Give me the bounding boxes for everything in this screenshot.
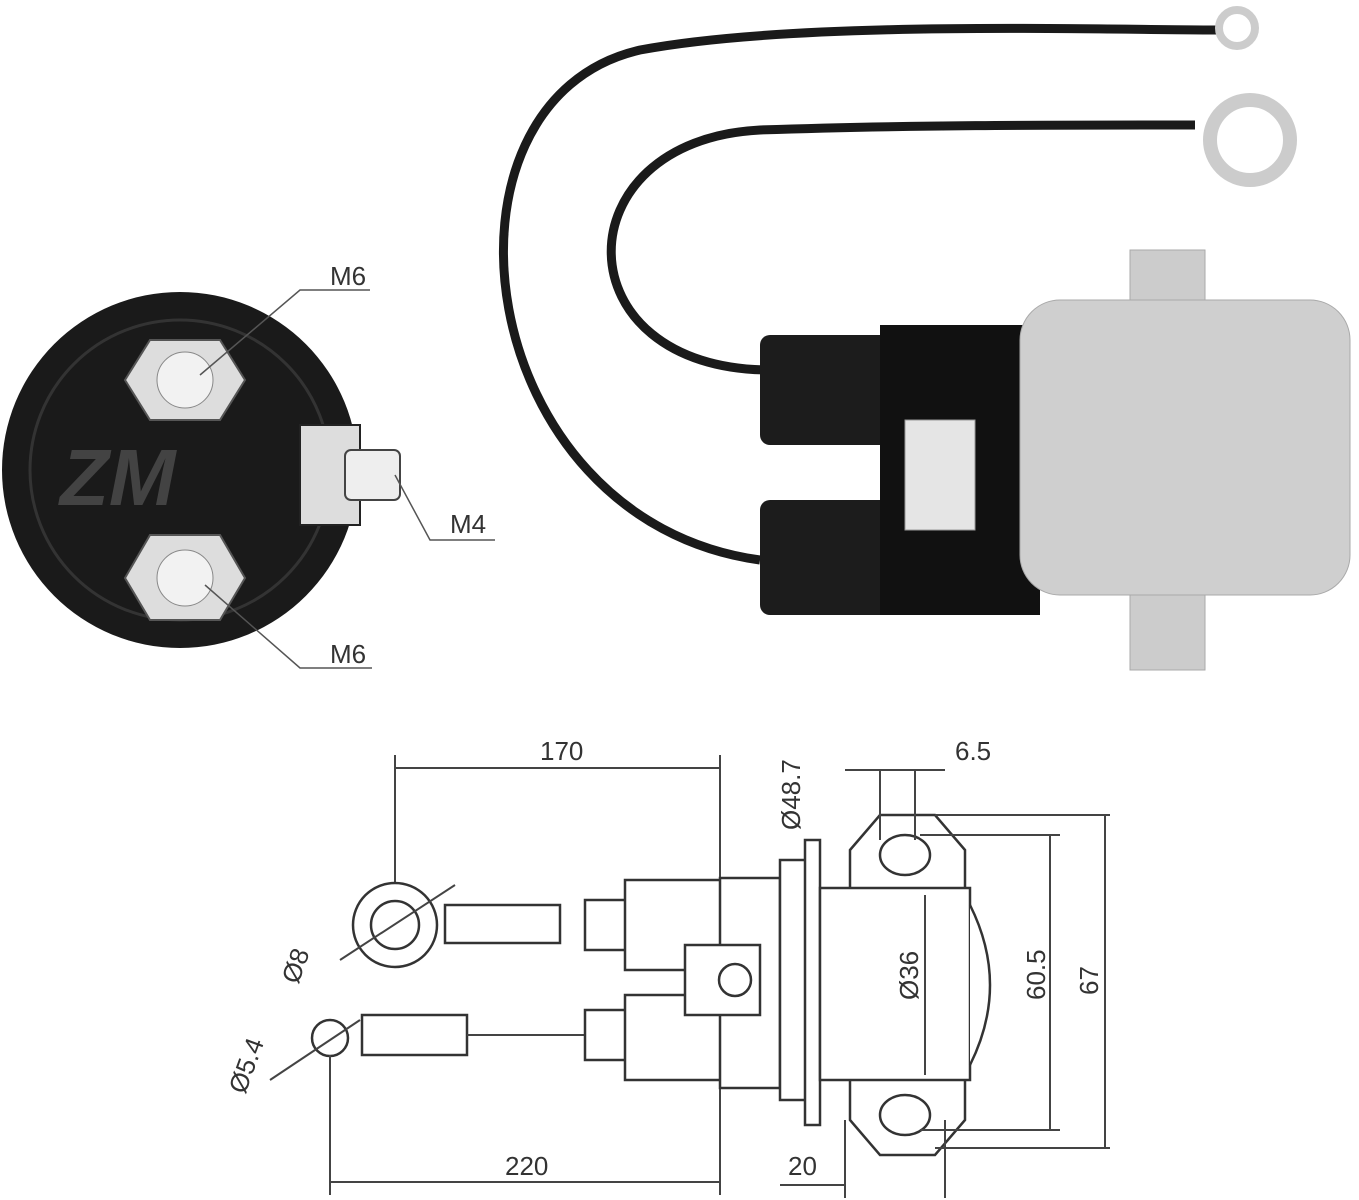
dim-6-5: 6.5 xyxy=(955,736,991,766)
dim-bracket-height: 67 xyxy=(1074,966,1104,995)
watermark-logo: ZM xyxy=(58,433,178,522)
body-drawing xyxy=(818,886,972,1082)
dim-body-diameter: Ø36 xyxy=(894,951,924,1000)
dim-ring-small: Ø5.4 xyxy=(222,1034,269,1097)
terminal-boot-bottom xyxy=(760,500,900,615)
m4-nut xyxy=(344,449,401,501)
ring-terminal-small xyxy=(1215,6,1259,50)
dim-hole-spacing: 60.5 xyxy=(1021,949,1051,1000)
m6-terminal-top xyxy=(123,339,247,421)
ring-small xyxy=(310,1018,350,1058)
front-view: ZM M6 M4 M6 xyxy=(2,261,495,669)
terminal-boot-top xyxy=(760,335,900,445)
dim-170: 170 xyxy=(540,736,583,766)
technical-drawing: 170 Ø8 Ø5.4 220 Ø48.7 6.5 Ø36 xyxy=(222,736,1110,1198)
m6-terminal-bottom xyxy=(123,534,247,621)
dim-220: 220 xyxy=(505,1151,548,1181)
wire-long xyxy=(498,23,1221,565)
dim-ring-large: Ø8 xyxy=(275,944,315,987)
dim-20: 20 xyxy=(788,1151,817,1181)
m4-terminal-side xyxy=(904,419,976,531)
ring-terminal-large xyxy=(1203,93,1297,187)
dim-flange: Ø48.7 xyxy=(776,759,806,830)
label-m6-top: M6 xyxy=(330,261,366,291)
wire-short xyxy=(606,120,1196,375)
metal-body xyxy=(1019,299,1351,596)
label-m6-bottom: M6 xyxy=(330,639,366,669)
label-m4: M4 xyxy=(450,509,486,539)
solenoid-cap xyxy=(2,292,358,648)
side-photo xyxy=(498,6,1351,671)
